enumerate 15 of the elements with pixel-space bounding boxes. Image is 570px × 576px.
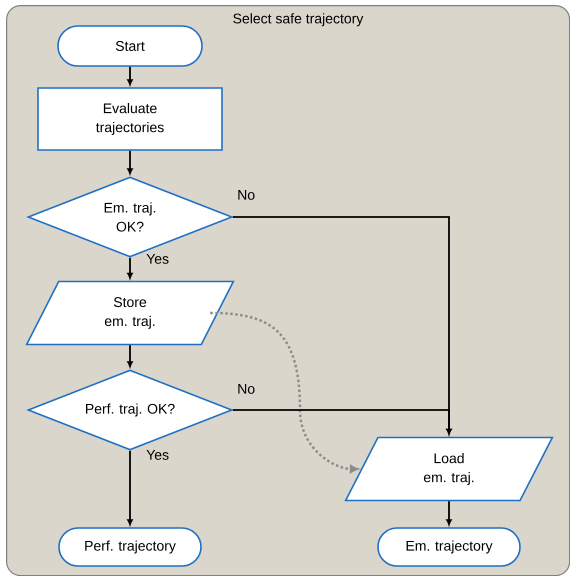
arrow [232,409,452,435]
arrow [127,66,133,86]
arrow [127,258,133,279]
arrow [127,150,133,174]
edge-label: No [236,383,256,395]
arrow [446,501,452,526]
arrow [127,450,133,526]
end-terminal: Perf. trajectory [58,527,202,567]
start-terminal: Start [57,25,203,67]
dotted-arrow [210,312,358,473]
process-box: Evaluate trajectories [37,87,223,151]
edge-label: Yes [145,449,170,461]
arrow [127,345,133,368]
end-terminal: Em. trajectory [377,527,521,567]
edge-label: No [236,189,256,201]
